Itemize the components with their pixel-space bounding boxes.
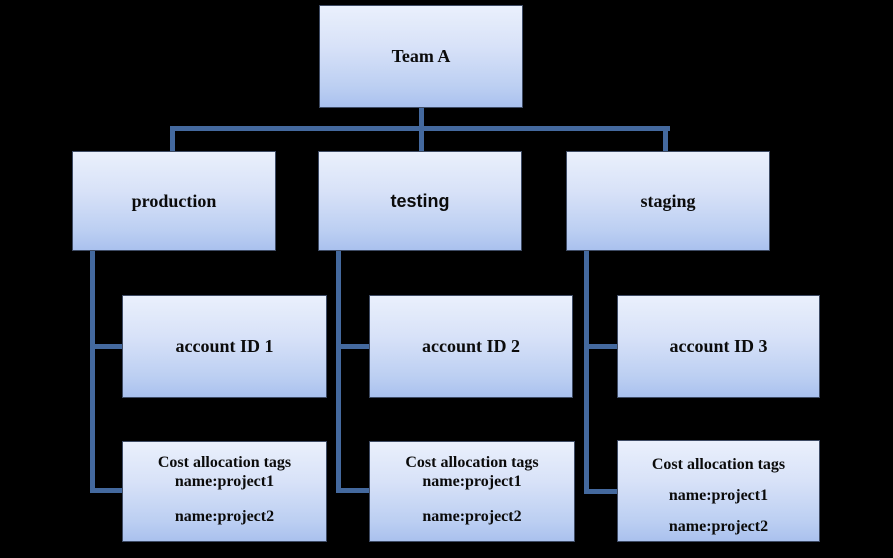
connector-drop-staging bbox=[663, 126, 668, 153]
connector-stub-cost-2 bbox=[336, 488, 371, 493]
connector-drop-testing bbox=[419, 131, 424, 153]
node-cost-tags-1: Cost allocation tags name:project1 name:… bbox=[122, 441, 327, 542]
cost-tags-3-title: Cost allocation tags bbox=[651, 456, 786, 473]
cost-tags-3-tag-2: name:project2 bbox=[668, 518, 769, 535]
node-account-id-2: account ID 2 bbox=[369, 295, 573, 398]
node-testing: testing bbox=[318, 151, 522, 251]
node-account-id-1: account ID 1 bbox=[122, 295, 327, 398]
node-testing-label: testing bbox=[390, 190, 450, 211]
cost-tags-1-title: Cost allocation tags bbox=[157, 454, 292, 471]
node-staging-label: staging bbox=[640, 190, 696, 211]
connector-stub-account-1 bbox=[90, 344, 124, 349]
connector-rail-staging bbox=[584, 250, 589, 494]
connector-rail-production bbox=[90, 250, 95, 493]
cost-tags-2-tag-1: name:project1 bbox=[422, 473, 522, 490]
connector-root-stem bbox=[419, 108, 424, 131]
node-team-a: Team A bbox=[319, 5, 523, 108]
node-account-id-2-label: account ID 2 bbox=[422, 336, 520, 356]
cost-tags-2-tag-2: name:project2 bbox=[422, 508, 522, 525]
connector-stub-cost-3 bbox=[584, 489, 619, 494]
cost-tags-2-title: Cost allocation tags bbox=[405, 454, 539, 471]
cost-tags-3-tag-1: name:project1 bbox=[668, 487, 769, 504]
node-account-id-1-label: account ID 1 bbox=[175, 336, 274, 356]
node-production: production bbox=[72, 151, 276, 251]
connector-stub-account-2 bbox=[336, 344, 371, 349]
connector-rail-testing bbox=[336, 250, 341, 493]
connector-stub-account-3 bbox=[584, 344, 619, 349]
node-staging: staging bbox=[566, 151, 770, 251]
node-cost-tags-2: Cost allocation tags name:project1 name:… bbox=[369, 441, 575, 542]
node-account-id-3: account ID 3 bbox=[617, 295, 820, 398]
connector-drop-production bbox=[170, 126, 175, 153]
cost-tags-1-tag-2: name:project2 bbox=[174, 508, 275, 525]
node-cost-tags-3: Cost allocation tags name:project1 name:… bbox=[617, 440, 820, 542]
cost-tags-1-tag-1: name:project1 bbox=[174, 473, 275, 490]
node-account-id-3-label: account ID 3 bbox=[669, 336, 768, 356]
node-team-a-label: Team A bbox=[391, 46, 451, 66]
node-production-label: production bbox=[131, 190, 217, 211]
connector-bus bbox=[170, 126, 670, 131]
connector-stub-cost-1 bbox=[90, 488, 124, 493]
